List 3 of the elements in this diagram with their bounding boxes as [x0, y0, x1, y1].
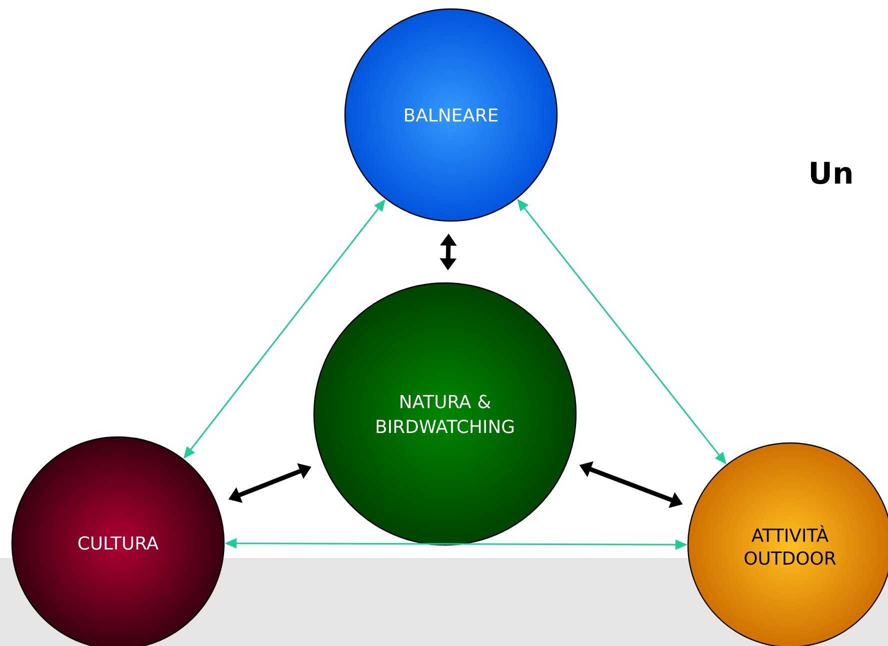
circle-node: NATURA & BIRDWATCHING	[313, 282, 577, 546]
heading-text: Un	[810, 162, 852, 184]
circle-node: BALNEARE	[344, 8, 558, 222]
